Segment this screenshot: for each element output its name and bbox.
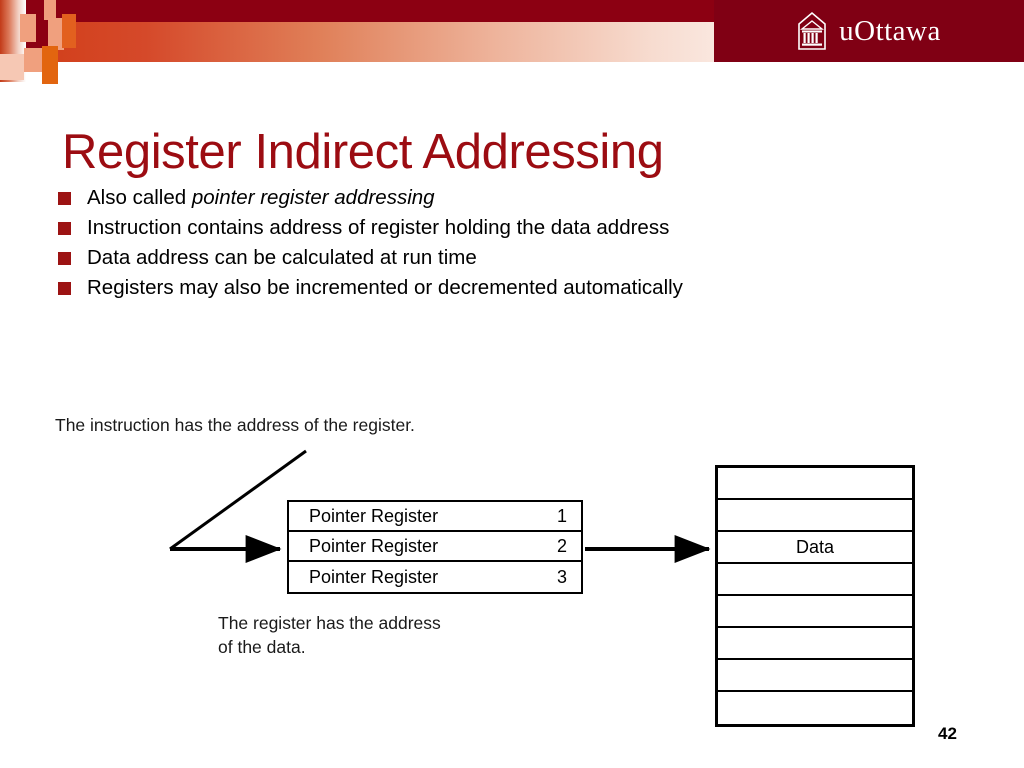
table-row: Pointer Register 1 bbox=[289, 502, 581, 532]
pointer-register-table: Pointer Register 1 Pointer Register 2 Po… bbox=[287, 500, 583, 594]
list-item: Registers may also be incremented or dec… bbox=[58, 276, 978, 306]
register-label: Pointer Register bbox=[309, 535, 439, 556]
table-row bbox=[718, 692, 912, 724]
uottawa-crest-icon bbox=[798, 11, 826, 50]
table-row bbox=[718, 596, 912, 628]
bullet-square-icon bbox=[58, 192, 71, 205]
table-row bbox=[718, 468, 912, 500]
table-row: Pointer Register 3 bbox=[289, 562, 581, 592]
uottawa-logo-block: uOttawa bbox=[714, 0, 1024, 62]
register-number: 1 bbox=[556, 505, 567, 526]
bullet-italic-phrase: pointer register addressing bbox=[191, 186, 435, 209]
table-row bbox=[718, 660, 912, 692]
decor-square-5 bbox=[44, 0, 56, 20]
bullet-text: Registers may also be incremented or dec… bbox=[87, 276, 683, 299]
table-row bbox=[718, 628, 912, 660]
bullet-square-icon bbox=[58, 252, 71, 265]
page-number: 42 bbox=[938, 724, 957, 743]
list-item: Instruction contains address of register… bbox=[58, 216, 978, 246]
uottawa-wordmark: uOttawa bbox=[839, 14, 941, 47]
table-row bbox=[718, 500, 912, 532]
table-row: Pointer Register 2 bbox=[289, 532, 581, 562]
bullet-square-icon bbox=[58, 282, 71, 295]
bullet-text: Instruction contains address of register… bbox=[87, 216, 670, 239]
decor-square-9 bbox=[0, 54, 24, 80]
page-title: Register Indirect Addressing bbox=[62, 124, 664, 179]
table-row bbox=[718, 564, 912, 596]
register-label: Pointer Register bbox=[309, 566, 439, 587]
decor-square-8 bbox=[42, 46, 58, 84]
memory-data-row: Data bbox=[718, 532, 912, 564]
bullet-text: Data address can be calculated at run ti… bbox=[87, 246, 477, 269]
diagram-caption-top: The instruction has the address of the r… bbox=[55, 415, 415, 435]
register-number: 2 bbox=[556, 535, 567, 556]
diagram-caption-bottom: The register has the address of the data… bbox=[218, 613, 441, 657]
decor-square-3 bbox=[20, 14, 36, 42]
bullet-square-icon bbox=[58, 222, 71, 235]
decor-square-7 bbox=[24, 48, 42, 72]
list-item: Data address can be calculated at run ti… bbox=[58, 246, 978, 276]
bullet-text: Also called pointer register addressing bbox=[87, 186, 435, 209]
register-label: Pointer Register bbox=[309, 505, 439, 526]
decor-square-4 bbox=[48, 18, 64, 50]
memory-table: Data bbox=[715, 465, 915, 727]
slide-header: uOttawa bbox=[0, 0, 1024, 84]
decor-square-6 bbox=[62, 14, 76, 48]
register-number: 3 bbox=[556, 566, 567, 587]
bullet-list: Also called pointer register addressing … bbox=[58, 186, 978, 306]
list-item: Also called pointer register addressing bbox=[58, 186, 978, 216]
